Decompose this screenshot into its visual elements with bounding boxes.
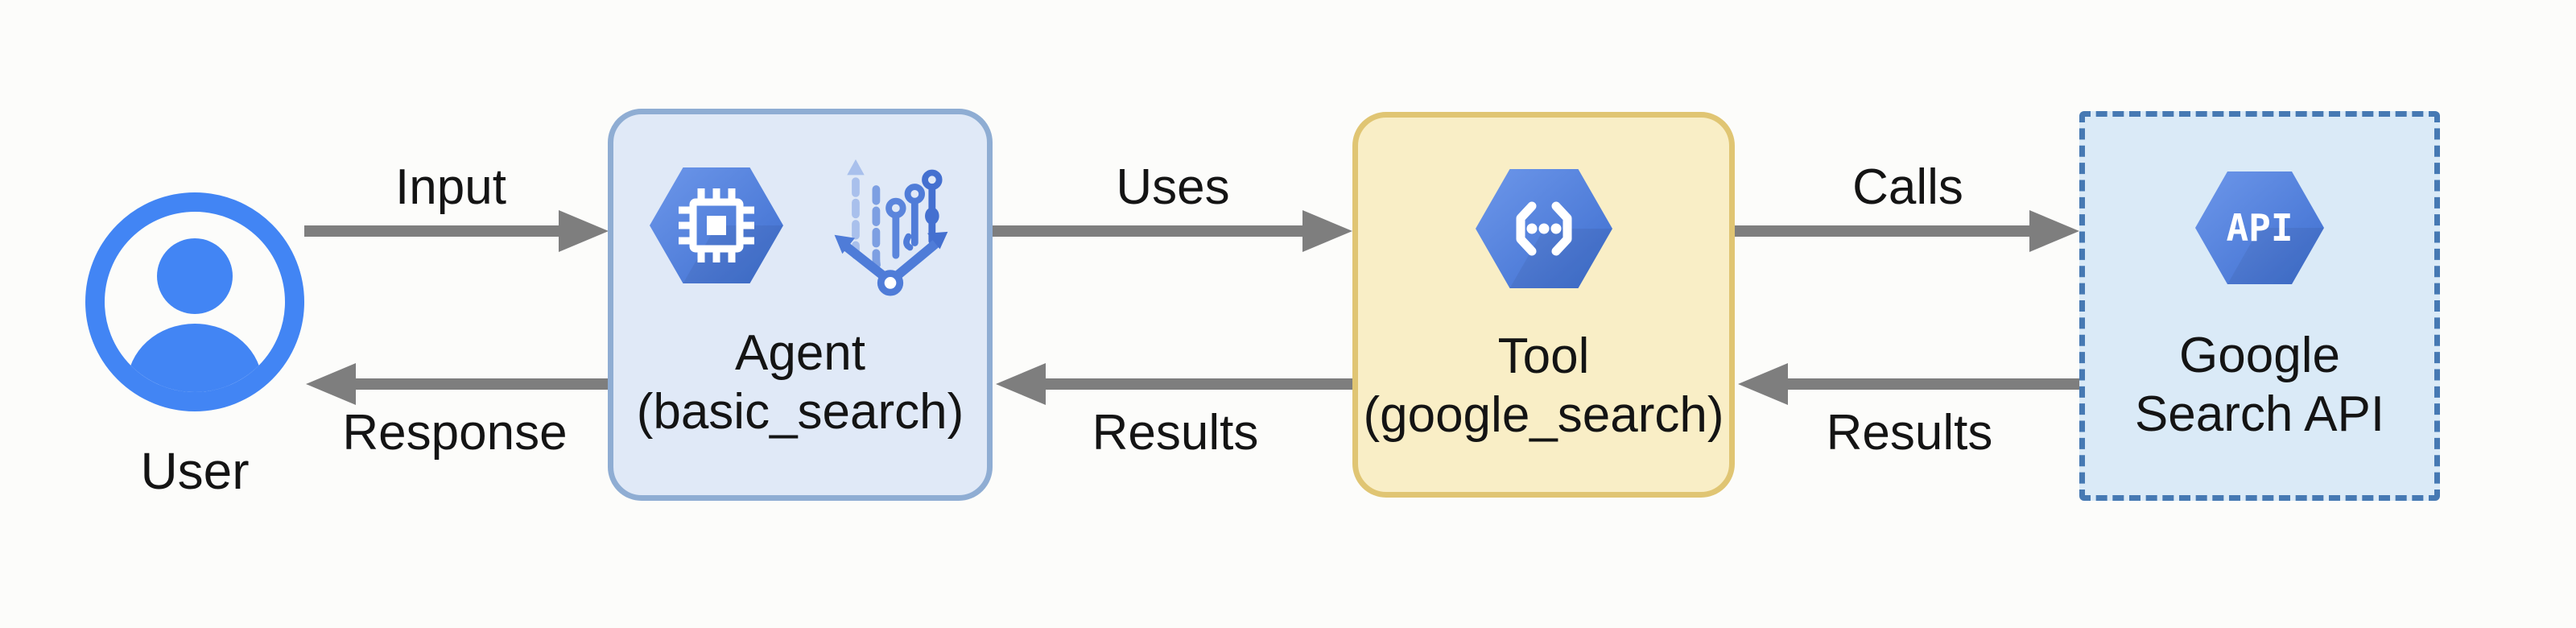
user-label: User — [140, 442, 250, 500]
results-from-tool-arrow-head — [996, 363, 1046, 405]
agent-subtitle: (basic_search) — [636, 384, 964, 440]
response-label: Response — [342, 405, 568, 461]
tool-title: Tool — [1497, 328, 1590, 384]
agent-box: Agent (basic_search) — [608, 109, 993, 501]
uses-label: Uses — [1116, 159, 1230, 215]
calls-arrow — [1735, 225, 2030, 237]
input-label: Input — [395, 159, 506, 215]
input-arrow-head — [559, 210, 609, 252]
api-icon-row: API — [2085, 155, 2434, 300]
results-from-api-arrow — [1788, 378, 2079, 390]
api-label: Google Search API — [2085, 326, 2434, 444]
response-arrow — [356, 378, 608, 390]
agent-title: Agent — [734, 325, 866, 381]
cloud-ml-chip-hexagon-icon — [650, 167, 783, 283]
results-from-api-arrow-head — [1738, 363, 1788, 405]
cloud-function-brackets-hexagon-icon — [1475, 169, 1612, 288]
results-from-tool-arrow — [1046, 378, 1352, 390]
api-title: Google — [2179, 328, 2340, 383]
tool-icon-row — [1358, 156, 1729, 301]
api-hex-label: API — [2226, 206, 2293, 250]
tool-label: Tool (google_search) — [1358, 327, 1729, 444]
tool-box: Tool (google_search) — [1352, 112, 1735, 498]
calls-label: Calls — [1852, 159, 1963, 215]
results-from-tool-label: Results — [1092, 405, 1259, 461]
api-box: API Google Search API — [2079, 111, 2440, 501]
uses-arrow-head — [1302, 210, 1352, 252]
calls-arrow-head — [2029, 210, 2079, 252]
input-arrow — [304, 225, 559, 237]
api-hexagon-icon: API — [2195, 171, 2324, 284]
account-circle-icon — [85, 192, 304, 411]
agent-label: Agent (basic_search) — [613, 324, 987, 441]
user-node — [78, 185, 312, 419]
response-arrow-head — [306, 363, 356, 405]
agent-icon-row — [613, 153, 987, 298]
api-subtitle: Search API — [2134, 386, 2385, 442]
uses-arrow — [993, 225, 1303, 237]
results-from-api-label: Results — [1826, 405, 1993, 461]
vertex-ai-branch-icon — [834, 159, 948, 296]
tool-subtitle: (google_search) — [1363, 387, 1724, 443]
